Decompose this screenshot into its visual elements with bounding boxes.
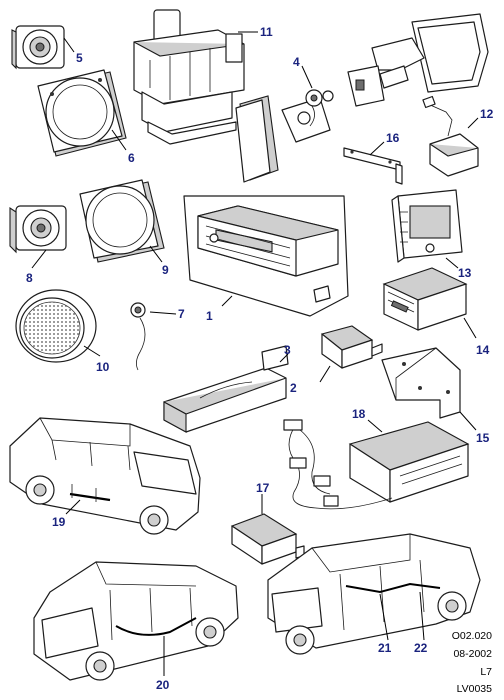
illustration-id: LV0035	[456, 683, 492, 695]
callout-9: 9	[162, 263, 169, 277]
door-mirror-assembly	[235, 13, 489, 183]
amplifier-module-11	[133, 9, 245, 145]
vehicle-view-20	[33, 561, 239, 681]
subwoofer-grille-10	[15, 289, 97, 363]
section-code: O02.020	[451, 630, 492, 642]
door-speaker-9	[79, 179, 165, 263]
callout-11: 11	[260, 25, 273, 39]
bracket-16	[343, 147, 403, 185]
callout-8: 8	[26, 271, 33, 285]
navigation-display-13	[391, 189, 463, 263]
callout-18: 18	[352, 407, 366, 421]
microphone-7	[130, 302, 146, 371]
module-17	[230, 513, 305, 565]
callout-21: 21	[378, 641, 392, 655]
callout-1: 1	[206, 309, 213, 323]
amplifier-harness-18	[283, 419, 470, 510]
callout-2: 2	[290, 381, 297, 395]
vehicle-view-19	[9, 417, 201, 535]
cd-changer-14	[382, 267, 468, 331]
sensor-4	[305, 89, 334, 127]
callout-13: 13	[458, 266, 472, 280]
date-code: 08-2002	[453, 648, 492, 660]
callout-3: 3	[284, 343, 291, 357]
tweeter-speaker-8	[9, 205, 67, 254]
trim-cover-3	[163, 345, 289, 433]
callout-5: 5	[76, 51, 83, 65]
relay-module-2	[320, 325, 383, 369]
callout-7: 7	[178, 307, 185, 321]
radio-cassette-unit-1	[183, 195, 349, 317]
callout-15: 15	[476, 431, 490, 445]
callout-19: 19	[52, 515, 66, 529]
callout-16: 16	[386, 131, 400, 145]
callout-10: 10	[96, 360, 110, 374]
antenna-module-12	[422, 95, 479, 177]
level-code: L7	[480, 666, 492, 678]
tweeter-speaker-5	[11, 25, 65, 70]
callout-4: 4	[293, 55, 300, 69]
callout-12: 12	[480, 107, 494, 121]
vehicle-view-21-22	[267, 533, 481, 655]
callout-14: 14	[476, 343, 490, 357]
callout-20: 20	[156, 678, 170, 692]
callout-22: 22	[414, 641, 428, 655]
mounting-bracket-15	[381, 347, 461, 419]
callout-17: 17	[256, 481, 270, 495]
callout-6: 6	[128, 151, 135, 165]
door-speaker-6	[37, 69, 127, 157]
